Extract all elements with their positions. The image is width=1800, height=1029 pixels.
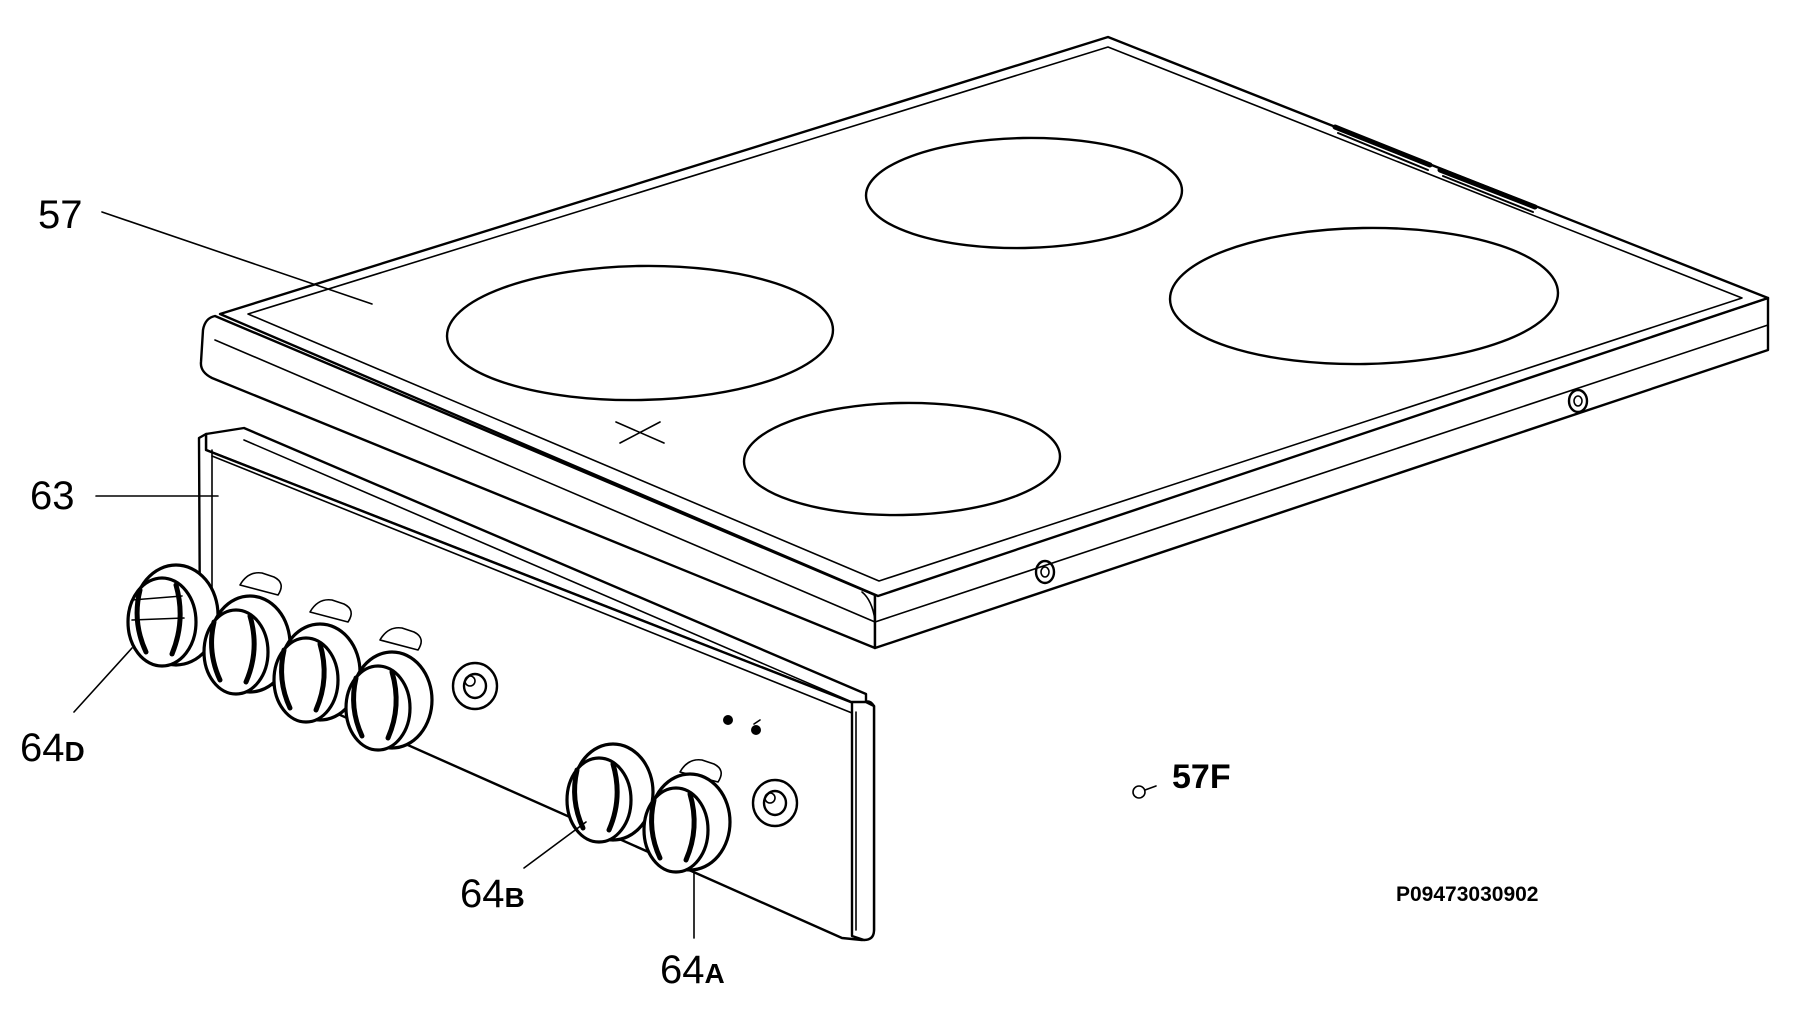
leader-57: [101, 211, 373, 305]
label-64d-suffix: D: [64, 736, 85, 767]
knob-64b: [565, 742, 655, 844]
hob-screw-hole-icon: [1567, 388, 1589, 414]
leader-64b: [523, 821, 587, 869]
label-64b-number: 64: [460, 872, 505, 916]
knob-3: [272, 622, 362, 724]
leader-64d: [73, 647, 133, 713]
knob-4: [344, 650, 434, 752]
hob-screw-hole-icon: [1034, 559, 1056, 585]
label-64b-suffix: B: [504, 882, 525, 913]
label-57f: 57F: [1172, 758, 1231, 796]
label-64d: 64D: [20, 728, 85, 768]
label-64b: 64B: [460, 874, 525, 914]
label-64a-number: 64: [660, 948, 705, 992]
cooking-zone-front-right: [742, 401, 1062, 517]
cooking-zone-front-left: [445, 264, 835, 402]
label-64a-suffix: A: [704, 958, 725, 989]
hob-top: [199, 35, 1770, 650]
cooking-zone-back-right: [1168, 226, 1560, 366]
knob-64d: [126, 563, 220, 668]
small-screw-icon: [1132, 785, 1157, 799]
drawing-code: P09473030902: [1396, 883, 1539, 906]
knob-64a: [642, 772, 732, 874]
indicator-light-icon: [723, 715, 733, 725]
label-64a: 64A: [660, 950, 725, 990]
label-57: 57: [38, 193, 83, 237]
knob-2: [202, 594, 292, 696]
label-63: 63: [30, 474, 75, 518]
cross-mark-icon: [615, 421, 665, 444]
cooking-zone-back-left: [864, 136, 1184, 250]
label-64d-number: 64: [20, 726, 65, 770]
indicator-light-icon: [751, 725, 761, 735]
panel-lamp-hole-icon: [751, 778, 799, 828]
panel-lamp-hole-icon: [451, 661, 499, 711]
